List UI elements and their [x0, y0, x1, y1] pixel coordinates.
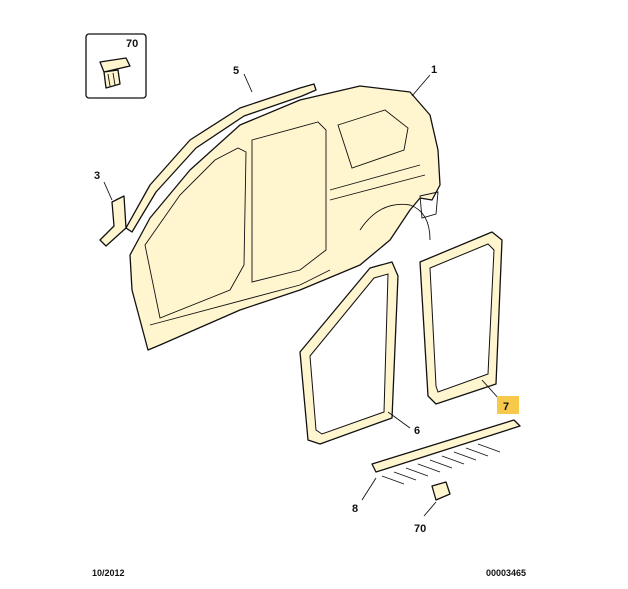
sill-hatching [381, 443, 501, 485]
front-seal-label: 6 [414, 425, 420, 437]
front-seal-leader [387, 411, 411, 429]
highlight-badge [497, 396, 519, 414]
bracket-shape [99, 195, 127, 247]
bracket-part[interactable] [99, 195, 127, 247]
roof-moulding[interactable] [125, 83, 317, 233]
sill-strip-leader [361, 477, 377, 501]
bodyside-label: 1 [431, 64, 437, 76]
bodyside-leader [411, 74, 431, 97]
roof-moulding-leader [243, 73, 253, 93]
clip-shape [431, 481, 451, 501]
clip-part[interactable] [431, 481, 451, 501]
sill-strip-shape [371, 419, 521, 473]
clip-detail-box[interactable]: 70 [85, 33, 147, 99]
body-crease [329, 164, 426, 201]
front-door-seal[interactable] [299, 261, 399, 445]
rear-seal-inner [429, 243, 495, 393]
clip-label: 70 [414, 523, 426, 535]
sill-strip-label: 8 [352, 503, 358, 515]
roof-moulding-shape [125, 83, 317, 233]
quarter-window [337, 109, 409, 169]
clip-leader [423, 501, 437, 517]
bodyside-outline [129, 85, 441, 351]
bodyside-panel[interactable] [129, 85, 441, 351]
clip-box-label: 70 [126, 38, 138, 50]
front-door-aperture [144, 147, 247, 319]
sill-strip[interactable] [371, 419, 521, 485]
bracket-label: 3 [94, 170, 100, 182]
rear-door-seal[interactable] [419, 231, 503, 405]
wheel-arch [359, 203, 431, 241]
footer-reference: 00003465 [486, 568, 527, 578]
rear-seal-label: 7 [503, 401, 509, 413]
bracket-leader [103, 181, 113, 201]
footer-date: 10/2012 [92, 568, 125, 578]
front-seal-inner [309, 273, 389, 435]
rear-door-aperture [251, 121, 327, 283]
roof-moulding-label: 5 [233, 65, 239, 77]
clip-icon [99, 57, 131, 89]
sill-line [149, 269, 331, 326]
rear-bracket [419, 191, 439, 219]
